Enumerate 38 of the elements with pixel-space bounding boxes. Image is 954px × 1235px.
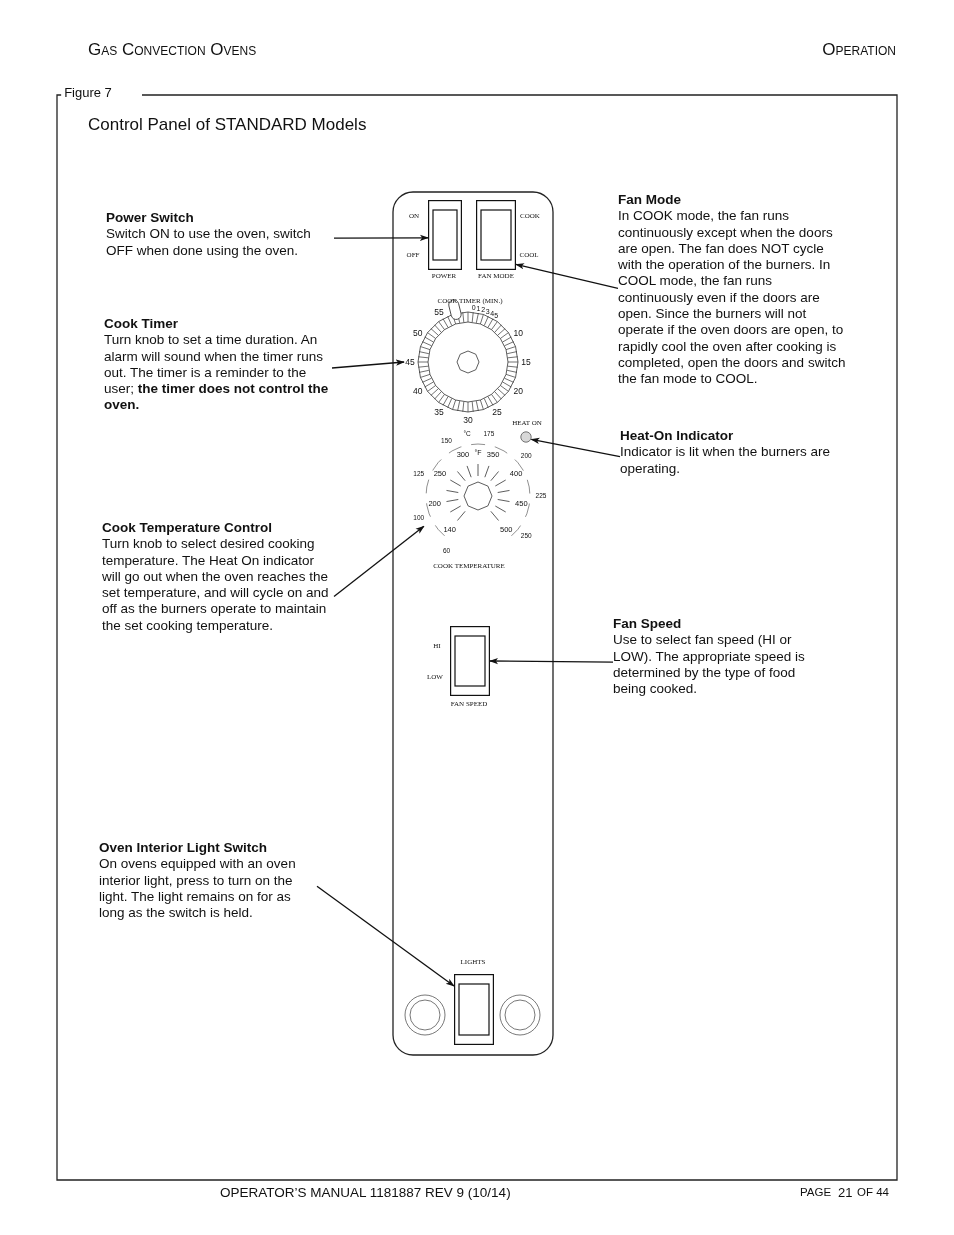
arrow <box>489 657 614 665</box>
callout-text: Turn knob to select desired cooking temperature. The Heat On indicator will go out when the oven reaches the set temperature, and will cycle on and off as the burners operate to maintain the set cooking temperature. <box>102 536 330 635</box>
arrow <box>333 525 425 598</box>
callout-heading: Cook Temperature Control <box>102 520 273 537</box>
dial-number: 55 <box>434 307 444 316</box>
callout-text: Use to select fan speed (HI or LOW). The appropriate speed is determined by the type of food being cooked. <box>613 632 806 698</box>
callout-text: On ovens equipped with an oven interior light, press to turn on the light. The light remains on for as long as the switch is held. <box>99 856 297 922</box>
callout-heading: Oven Interior Light Switch <box>99 840 268 857</box>
callout-text: In COOK mode, the fan runs continuously except when the doors are open. The fan does NOT cycle with the operation of the burners. In COOL mode, the fan runs continuously even if the doors are open. Since the burners will not operate if the oven doors are open, to rapidly cool the oven after cooking is completed, open the doors and switch the fan mode to COOL. <box>618 208 847 388</box>
callout-heading: Fan Speed <box>613 616 683 633</box>
dial-number: 30 <box>463 415 473 425</box>
dial-number: 45 <box>405 357 415 367</box>
callout-heading: Power Switch <box>106 210 195 227</box>
callout-heading: Cook Timer <box>104 316 180 333</box>
dial-number: 25 <box>492 407 502 417</box>
arrow <box>331 359 405 369</box>
dial-number: 20 <box>513 386 523 396</box>
footer-text: PAGE <box>800 1186 832 1199</box>
footer-text: OPERATOR’S MANUAL 1181887 REV 9 (10/14) <box>220 1185 511 1200</box>
dial-number: 35 <box>434 407 444 417</box>
callout-heading: Heat-On Indicator <box>620 428 735 445</box>
header-text: Operation <box>822 40 896 58</box>
callout-text: Switch ON to use the oven, switch OFF when done using the oven. <box>106 226 312 259</box>
arrow <box>316 885 455 987</box>
arrow <box>515 263 619 289</box>
figure-label: Figure 7 <box>61 85 115 99</box>
callout-text: Turn knob to set a time duration. An alarm will sound when the timer runs out. The timer is a reminder to the user; the timer does not control the oven. <box>104 332 330 414</box>
arrow <box>530 437 621 458</box>
callout-heading: Fan Mode <box>618 192 682 209</box>
dial-number: 10 <box>513 328 523 338</box>
arrow <box>333 234 429 241</box>
header-text: Gas Convection Ovens <box>88 40 257 58</box>
dial-number: 40 <box>413 386 423 396</box>
page-number: 21 <box>838 1185 853 1199</box>
figure-title: Control Panel of STANDARD Models <box>88 115 367 135</box>
callout-text: Indicator is lit when the burners are operating. <box>620 444 832 477</box>
dial-number: 50 <box>413 328 423 338</box>
footer-text: OF 44 <box>857 1186 889 1199</box>
